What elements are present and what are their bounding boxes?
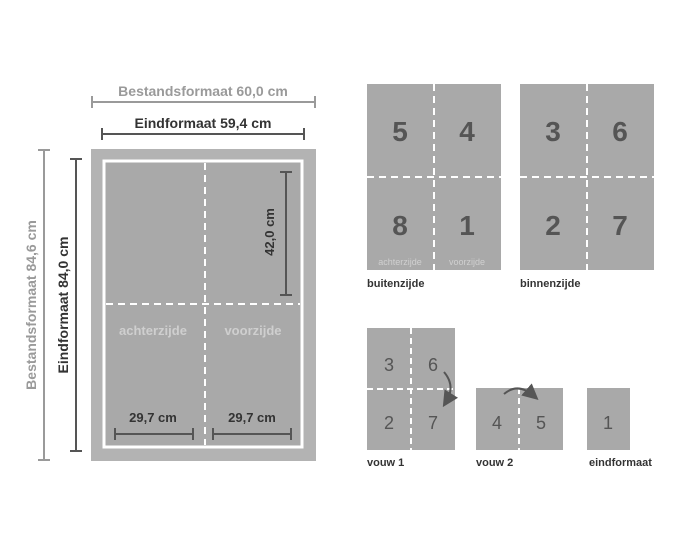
inside-sheet: 3 6 2 7 binnenzijde	[520, 84, 654, 290]
right-panel-width-dimension-line	[212, 428, 292, 440]
main-sheet: Bestandsformaat 60,0 cm Eindformaat 59,4…	[23, 83, 316, 461]
inside-page-6: 6	[612, 116, 628, 147]
fold2-caption: vouw 2	[476, 457, 513, 469]
inside-caption: binnenzijde	[520, 278, 581, 290]
fold1-page-6: 6	[428, 355, 438, 375]
final-sheet-bg	[587, 388, 630, 450]
outside-page-8: 8	[392, 210, 408, 241]
final-caption: eindformaat	[589, 457, 652, 469]
file-height-dimension-line	[38, 149, 50, 461]
final-height-dimension-line	[70, 158, 82, 452]
final-width-label: Eindformaat 59,4 cm	[135, 115, 272, 131]
outside-page-1: 1	[459, 210, 475, 241]
fold1-caption: vouw 1	[367, 457, 404, 469]
left-panel-width-label: 29,7 cm	[129, 410, 177, 425]
inside-page-7: 7	[612, 210, 628, 241]
outside-sheet: 5 4 8 1 achterzijde voorzijde buitenzijd…	[367, 84, 501, 290]
fold1-page-2: 2	[384, 413, 394, 433]
final-page-1: 1	[603, 413, 613, 433]
inside-page-3: 3	[545, 116, 561, 147]
fold2-sheet: 4 5 vouw 2	[476, 383, 563, 469]
outside-caption: buitenzijde	[367, 278, 424, 290]
outside-front-label: voorzijde	[449, 257, 485, 267]
back-side-label: achterzijde	[119, 323, 187, 338]
panel-height-label: 42,0 cm	[262, 208, 277, 256]
front-side-label: voorzijde	[224, 323, 281, 338]
fold1-sheet: 3 6 2 7 vouw 1	[367, 328, 459, 469]
final-sheet: 1 eindformaat	[587, 388, 652, 469]
fold1-page-7: 7	[428, 413, 438, 433]
fold2-page-5: 5	[536, 413, 546, 433]
outside-back-label: achterzijde	[378, 257, 422, 267]
left-panel-width-dimension-line	[114, 428, 194, 440]
fold2-curved-arrow-icon	[503, 383, 539, 400]
file-width-label: Bestandsformaat 60,0 cm	[118, 83, 288, 99]
inside-page-2: 2	[545, 210, 561, 241]
fold2-page-4: 4	[492, 413, 502, 433]
outside-page-4: 4	[459, 116, 475, 147]
panel-height-dimension-line	[280, 171, 292, 296]
right-panel-width-label: 29,7 cm	[228, 410, 276, 425]
final-height-label: Eindformaat 84,0 cm	[55, 237, 71, 374]
final-width-dimension-line	[101, 128, 305, 140]
outside-page-5: 5	[392, 116, 408, 147]
file-height-label: Bestandsformaat 84,6 cm	[23, 220, 39, 390]
fold1-page-3: 3	[384, 355, 394, 375]
fold1-curved-arrow-icon	[442, 371, 459, 408]
file-width-dimension-line	[91, 96, 316, 108]
